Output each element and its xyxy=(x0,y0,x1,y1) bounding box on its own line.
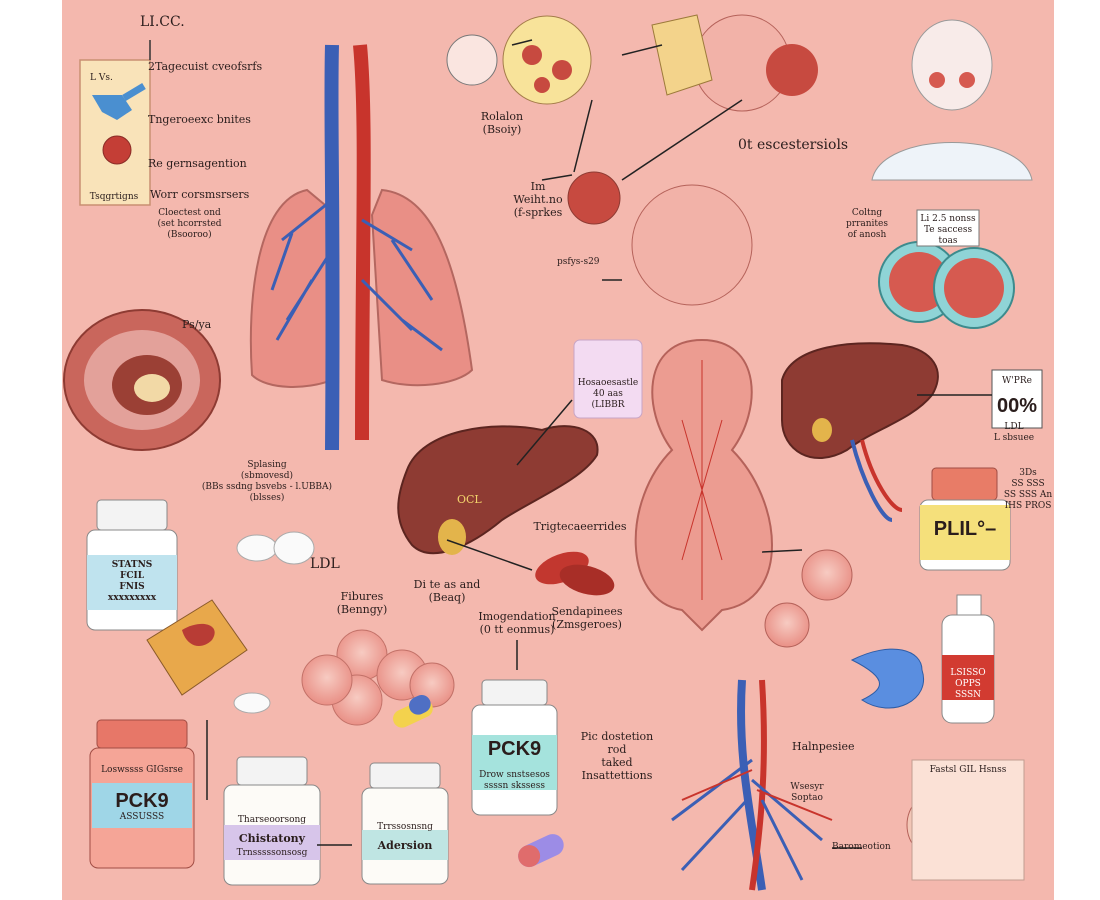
organ-icon xyxy=(446,34,498,86)
transmetion-label: Baromeotion xyxy=(832,842,891,852)
ldl-label: LDL xyxy=(310,556,340,572)
plil-detail: 3Ds SS SSS SS SSS An IHS PROS xyxy=(1003,468,1053,511)
chistatony-top: Tharseoorsong xyxy=(237,815,307,825)
chistatony-bottom: Trnsssssonsosg xyxy=(236,848,308,858)
organ-icon xyxy=(850,648,925,709)
bottom-right-title: Fastsl GIL Hsnss xyxy=(929,765,1007,775)
fibrates-label: Fibures (Benngy) xyxy=(336,590,388,616)
illustrations xyxy=(63,14,1043,891)
ratio-label: Ps/ya xyxy=(182,318,212,331)
sendoplanes-label: Sendapinees (Zmsgeroes) xyxy=(551,605,623,631)
chistatony-label: Chistatony xyxy=(238,832,306,845)
adersion-top: Trrssosnsng xyxy=(377,822,433,832)
diagram-canvas: LI.CC. L Vs. Tsqgrtigns 2Tagecuist cveof… xyxy=(62,0,1054,900)
info-box-icon xyxy=(573,339,643,419)
medicine-bottle-icon xyxy=(223,756,321,886)
medicine-bottle-icon xyxy=(86,499,178,631)
legend-item-2: Tngeroeexc bnites xyxy=(148,113,251,126)
pck9-right-label: PCK9 xyxy=(487,738,542,760)
medicine-box-icon xyxy=(146,599,248,696)
medicine-bottle-icon xyxy=(919,467,1011,571)
info-card-icon xyxy=(79,59,151,206)
wpr-value: 00% xyxy=(996,395,1038,417)
clotting-label: Coltng prranites of anosh xyxy=(846,208,888,240)
header-subtitle: L Vs. xyxy=(90,73,113,83)
cell-icon xyxy=(301,629,455,726)
wpr-title: W'PRe xyxy=(1002,376,1032,386)
supplement-pack-icon xyxy=(651,14,713,96)
legend-description: Cloectest ond (set hcorrsted (Bsooroo) xyxy=(157,208,222,240)
blood-vessel-icon xyxy=(671,679,833,891)
ratio-box-text: Li 2.5 nonss Te saccess toas xyxy=(920,214,976,246)
impeontion-label: Imogendation (0 tt eonmus) xyxy=(478,610,556,636)
info-box-icon xyxy=(916,209,980,247)
lungs-icon xyxy=(249,44,474,451)
plil-label: PLIL°– xyxy=(933,518,997,540)
medicine-bottle-icon xyxy=(89,719,195,869)
blood-vessel-icon xyxy=(634,338,773,632)
patient-icon xyxy=(871,19,1033,181)
liver-label: OCL xyxy=(457,493,482,506)
legend-item-1: 2Tagecuist cveofsrfs xyxy=(148,60,263,73)
halmpesuse-label: Halnpesiee xyxy=(792,740,855,753)
legend-item-4: Worr corsmsrsers xyxy=(150,188,250,201)
whesyr-label: Wsesyr Soptao xyxy=(790,782,824,803)
rotation-label: Rolalon (Bsoiy) xyxy=(480,110,524,136)
adersion-label: Adersion xyxy=(377,839,433,852)
capsule-icon xyxy=(393,694,564,868)
artery-cross-section-icon xyxy=(63,309,221,451)
triglycerides-label: Trigtecaeerrides xyxy=(533,520,627,533)
vial-label: Hosaoesastle 40 aas (LIBBR xyxy=(577,378,639,410)
medicine-bottle-icon xyxy=(361,762,449,885)
pill-icon xyxy=(233,531,315,714)
arrow-text: psfys-s29 xyxy=(557,257,600,267)
card-caption: Tsqgrtigns xyxy=(89,192,139,202)
arrow-icon xyxy=(206,39,992,849)
info-box-icon xyxy=(991,369,1043,429)
header-title: LI.CC. xyxy=(140,14,185,30)
pck9-left-label: PCK9 xyxy=(115,790,169,812)
wpr-detail: LDL L sbsuee xyxy=(993,422,1035,443)
blood-cell-icon xyxy=(535,551,615,596)
legend-item-3: Re gernsagention xyxy=(148,157,247,170)
liver-icon xyxy=(781,342,939,522)
splicing-label: Splasing (sbmovesd) (BBs ssdng bsvebs - … xyxy=(201,460,333,503)
statins-label: STATNS FCIL FNIS xxxxxxxxx xyxy=(107,560,157,603)
medicine-bottle-icon xyxy=(471,679,558,816)
cholesterol-label: 0t escestersiols xyxy=(738,137,849,153)
bottle-label: LSISSO OPPS SSSN St0LER xyxy=(950,668,986,711)
pic-description: Pic dostetion rod taked Insattettions xyxy=(580,730,654,782)
pck9-right-detail: Drow snstsesos ssssn skssess xyxy=(479,770,550,791)
di-label: Di te as and (Beaq) xyxy=(413,578,481,604)
pck9-left-top: Loswssss GIGsrse xyxy=(101,765,183,775)
medicine-bottle-icon xyxy=(941,594,995,724)
liver-icon xyxy=(397,425,599,555)
info-box-icon xyxy=(911,759,1025,881)
weight-label: Im Weiht.no (f-sprkes xyxy=(513,180,563,219)
pck9-left-detail: ASSUSSS xyxy=(119,812,165,822)
